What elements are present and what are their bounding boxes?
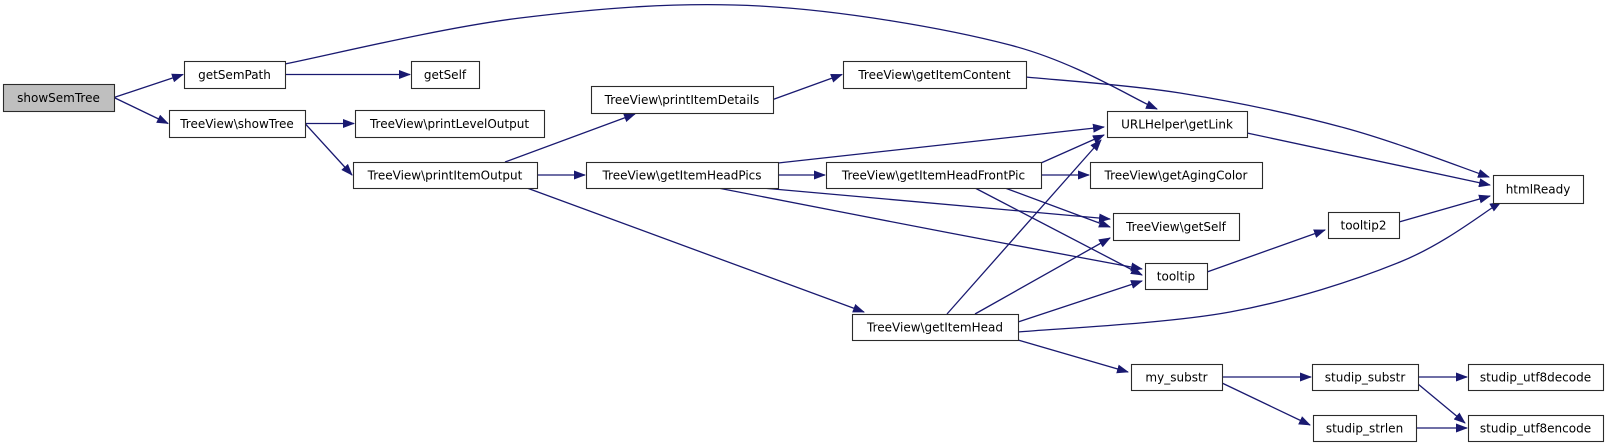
node-box	[1089, 161, 1264, 190]
node-studip_utf8encode[interactable]: studip_utf8encode	[1467, 414, 1605, 443]
edge-printItemOutput-getItemHead	[526, 187, 865, 313]
node-getAgingColor[interactable]: TreeView\getAgingColor	[1089, 161, 1264, 190]
node-label: TreeView\getAgingColor	[1104, 169, 1248, 183]
edge-urlHelperGetLink-htmlReady	[1246, 132, 1491, 188]
edge-getItemHeadPics-tooltip	[717, 187, 1143, 272]
node-box	[851, 313, 1020, 342]
node-printLevelOutput[interactable]: TreeView\printLevelOutput	[354, 109, 546, 139]
node-label: TreeView\getItemHead	[866, 321, 1003, 335]
node-box	[1106, 110, 1249, 139]
node-box	[168, 109, 307, 139]
node-getItemHeadPics[interactable]: TreeView\getItemHeadPics	[585, 161, 780, 190]
node-box	[590, 85, 775, 115]
node-label: TreeView\getItemContent	[857, 68, 1011, 82]
node-label: TreeView\getItemHeadPics	[601, 169, 761, 183]
node-label: tooltip	[1157, 270, 1195, 284]
node-tooltip2[interactable]: tooltip2	[1327, 211, 1401, 240]
node-label: studip_utf8encode	[1480, 422, 1591, 436]
node-box	[585, 161, 780, 190]
node-getSelf[interactable]: getSelf	[410, 60, 481, 90]
node-box	[354, 109, 546, 139]
node-box	[825, 161, 1043, 190]
node-printItemDetails[interactable]: TreeView\printItemDetails	[590, 85, 775, 115]
node-label: showSemTree	[17, 91, 100, 105]
node-showTree[interactable]: TreeView\showTree	[168, 109, 307, 139]
node-box	[1327, 211, 1401, 240]
node-getItemContent[interactable]: TreeView\getItemContent	[842, 60, 1028, 90]
node-label: studip_strlen	[1326, 422, 1403, 436]
edge-tooltip-tooltip2	[1206, 229, 1326, 273]
node-box	[1312, 414, 1418, 443]
node-label: tooltip2	[1340, 219, 1386, 233]
edge-getItemHead-htmlReady	[1017, 201, 1502, 333]
node-label: studip_utf8decode	[1480, 371, 1591, 385]
edge-getItemHeadPics-treeGetSelf	[761, 187, 1111, 223]
node-studip_utf8decode[interactable]: studip_utf8decode	[1467, 363, 1605, 392]
edge-getItemHead-urlHelperGetLink	[946, 139, 1102, 315]
node-getItemHeadFrontPic[interactable]: TreeView\getItemHeadFrontPic	[825, 161, 1043, 190]
node-label: getSelf	[424, 68, 467, 82]
node-box	[352, 161, 539, 190]
edge-tooltip2-htmlReady	[1398, 194, 1491, 223]
edge-studip_substr-studip_utf8encode	[1417, 383, 1466, 424]
edges-layer	[113, 3, 1502, 433]
node-label: TreeView\getItemHeadFrontPic	[841, 169, 1025, 183]
node-tooltip[interactable]: tooltip	[1144, 262, 1209, 291]
node-box	[1112, 212, 1241, 242]
edge-getItemHeadPics-urlHelperGetLink	[777, 123, 1105, 164]
edge-showSemTree-getSemPath	[113, 73, 184, 99]
node-label: TreeView\showTree	[179, 117, 294, 131]
node-label: my_substr	[1145, 371, 1207, 385]
node-box	[2, 83, 116, 113]
edge-printItemOutput-printItemDetails	[504, 113, 636, 163]
edge-getItemHead-my_substr	[1017, 339, 1129, 374]
node-label: htmlReady	[1506, 183, 1571, 197]
node-label: TreeView\printItemOutput	[367, 169, 523, 183]
edge-getItemHeadFrontPic-urlHelperGetLink	[1040, 134, 1105, 164]
node-htmlReady[interactable]: htmlReady	[1492, 174, 1585, 205]
edge-showSemTree-showTree	[113, 96, 169, 125]
node-my_substr[interactable]: my_substr	[1130, 363, 1224, 392]
node-box	[1467, 414, 1605, 443]
node-box	[842, 60, 1028, 90]
node-printItemOutput[interactable]: TreeView\printItemOutput	[352, 161, 539, 190]
edge-getItemHeadFrontPic-tooltip	[974, 187, 1143, 276]
node-box	[1130, 363, 1224, 392]
node-getSemPath[interactable]: getSemPath	[183, 60, 287, 90]
node-label: TreeView\getSelf	[1125, 220, 1227, 234]
node-box	[1311, 363, 1420, 392]
edge-getItemContent-htmlReady	[1025, 76, 1490, 178]
node-studip_substr[interactable]: studip_substr	[1311, 363, 1420, 392]
node-box	[1467, 363, 1605, 392]
node-showSemTree[interactable]: showSemTree	[2, 83, 116, 113]
node-box	[410, 60, 481, 90]
node-label: TreeView\printItemDetails	[604, 93, 760, 107]
node-box	[1492, 174, 1585, 205]
edge-getSemPath-urlHelperGetLink	[284, 3, 1158, 110]
node-treeGetSelf[interactable]: TreeView\getSelf	[1112, 212, 1241, 242]
edge-getItemHead-tooltip	[1017, 280, 1143, 323]
edge-getItemHead-treeGetSelf	[974, 237, 1111, 315]
edge-my_substr-studip_strlen	[1221, 382, 1311, 426]
edge-showTree-printItemOutput	[304, 123, 353, 176]
node-studip_strlen[interactable]: studip_strlen	[1312, 414, 1418, 443]
node-box	[1144, 262, 1209, 291]
nodes-layer: showSemTree getSemPath getSelfTreeView\sho…	[2, 60, 1605, 443]
node-label: getSemPath	[198, 68, 271, 82]
node-label: TreeView\printLevelOutput	[369, 117, 529, 131]
edge-printItemDetails-getItemContent	[772, 73, 843, 101]
node-urlHelperGetLink[interactable]: URLHelper\getLink	[1106, 110, 1249, 139]
node-box	[183, 60, 287, 90]
edge-getItemHeadFrontPic-treeGetSelf	[1004, 187, 1111, 228]
node-getItemHead[interactable]: TreeView\getItemHead	[851, 313, 1020, 342]
node-label: studip_substr	[1325, 371, 1406, 385]
node-label: URLHelper\getLink	[1121, 118, 1233, 132]
